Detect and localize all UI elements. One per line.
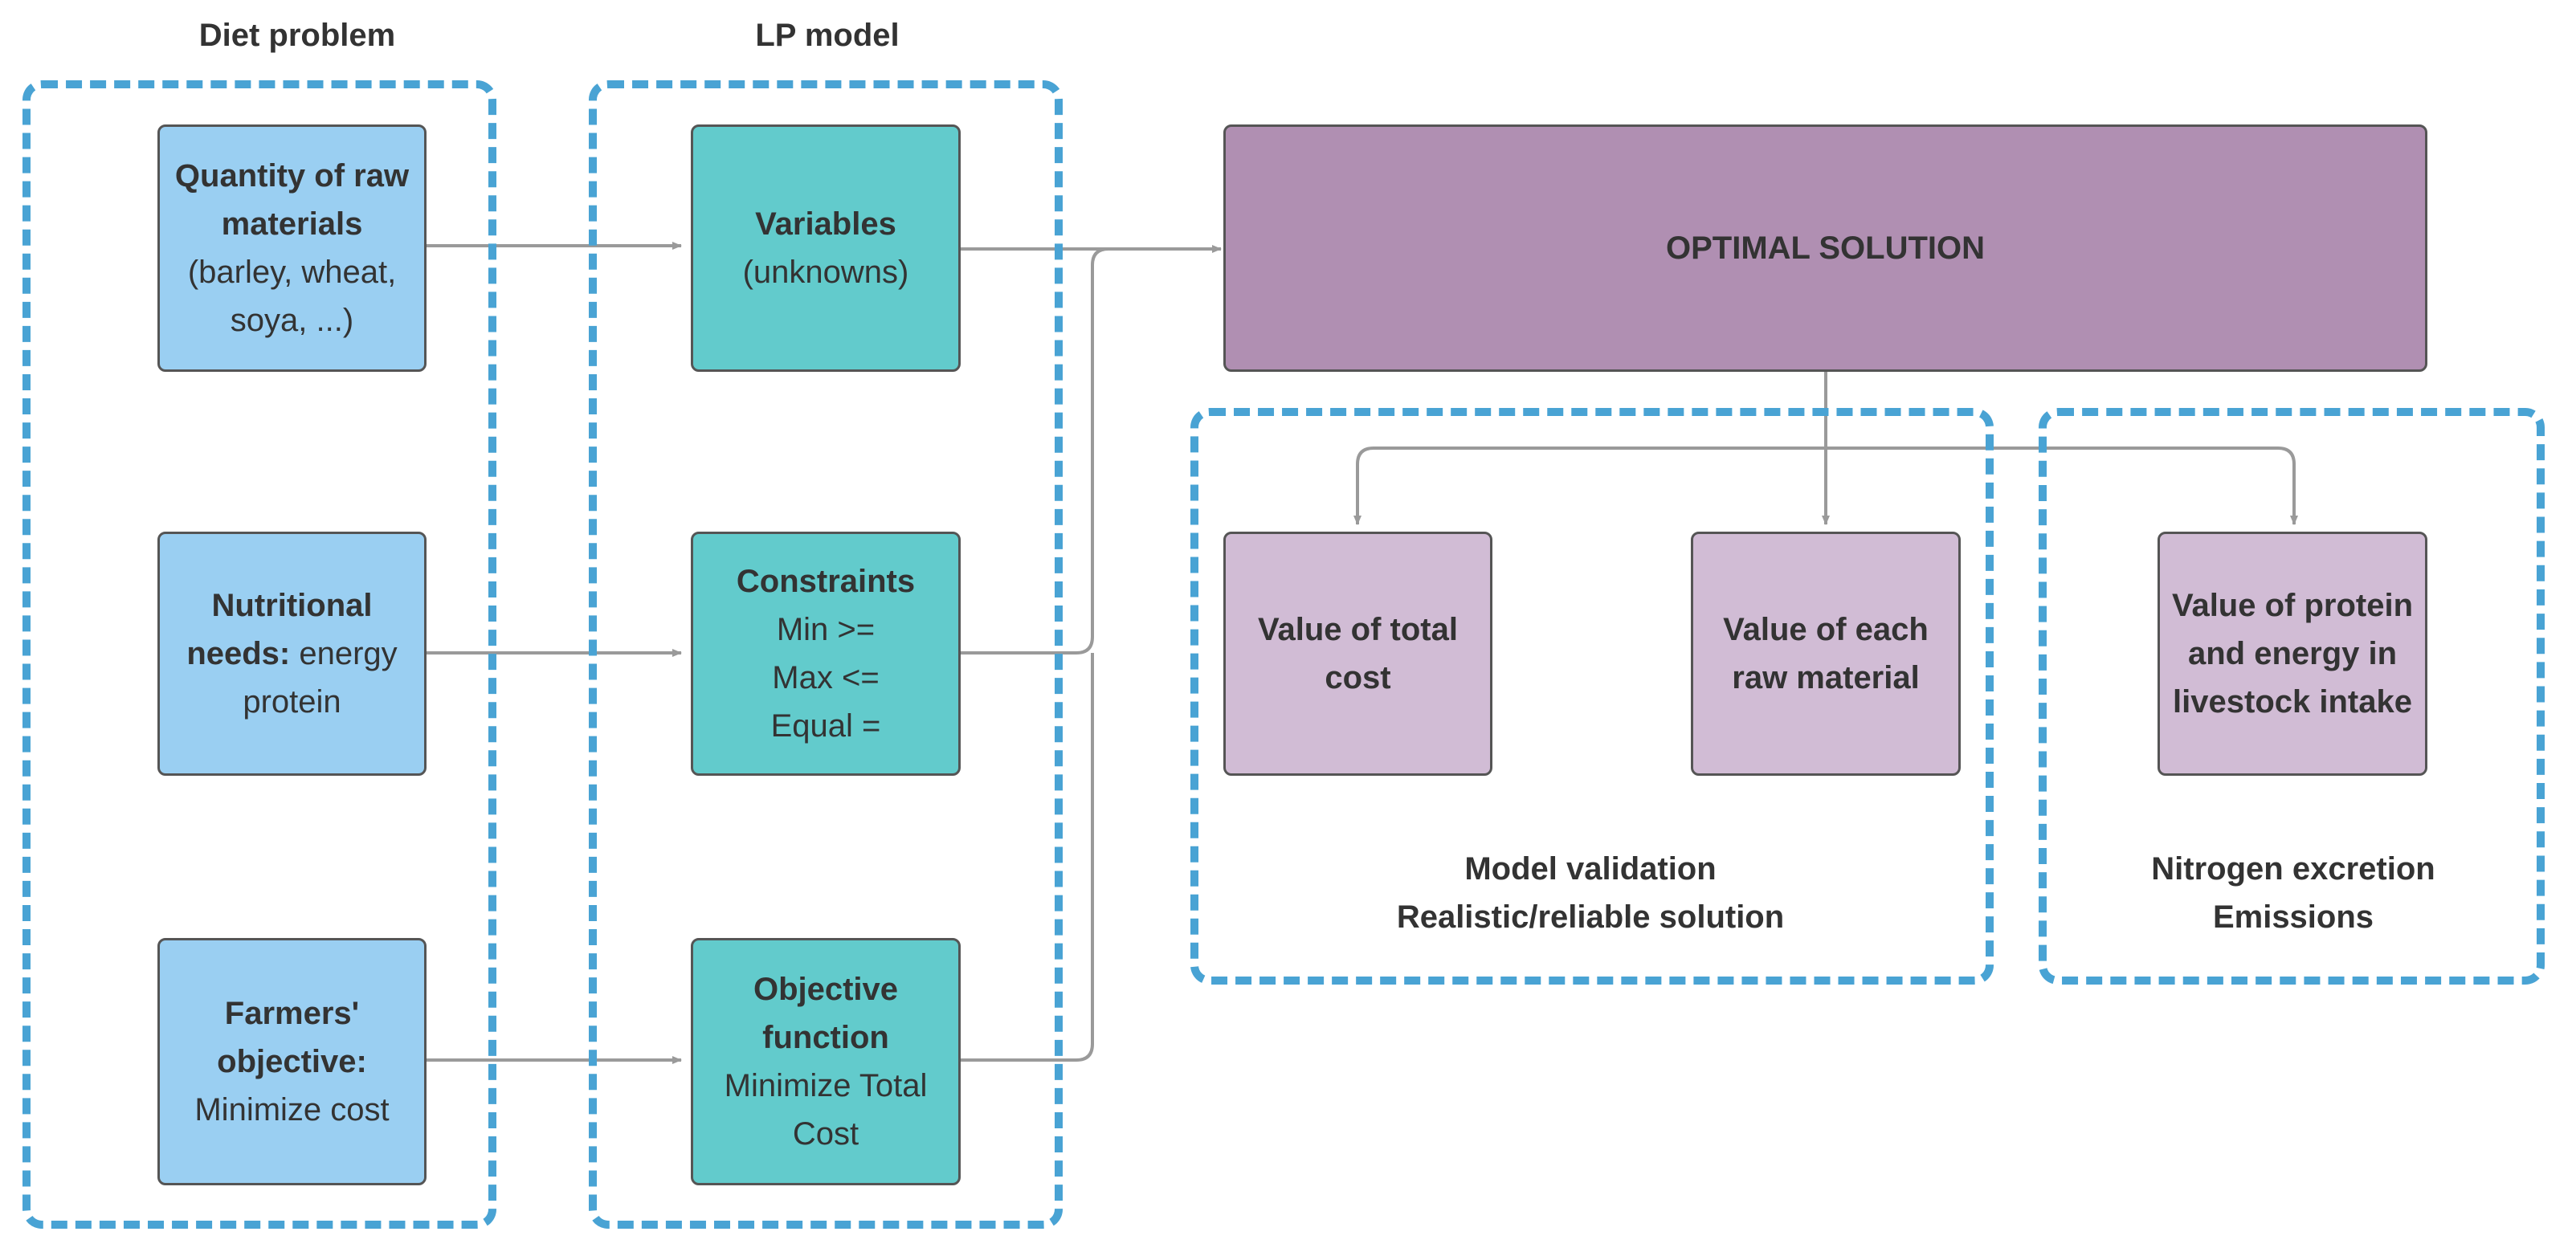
constraints-title: Constraints: [736, 564, 916, 599]
protein-energy-line-2: and energy in: [2187, 636, 2398, 671]
objective-detail-2: Cost: [792, 1116, 859, 1152]
nitrogen-caption: Nitrogen excretion Emissions: [2056, 845, 2530, 941]
constraints-min: Min >=: [776, 612, 876, 647]
raw-materials-detail-2: soya, ...): [230, 303, 354, 338]
lp-model-group: [589, 80, 1063, 1229]
farmers-title-1: Farmers': [224, 996, 360, 1031]
farmers-title-2: objective:: [217, 1044, 367, 1079]
variables-title: Variables: [755, 206, 896, 242]
nutritional-line-2: needs: energy: [186, 630, 397, 678]
each-raw-material-line-1: Value of each: [1723, 612, 1929, 647]
protein-energy-line-3: livestock intake: [2173, 684, 2412, 720]
nutritional-needs-box: Nutritional needs: energy protein: [157, 532, 427, 776]
arrow-to-total-cost: [1353, 447, 1826, 525]
objective-title-2: function: [762, 1020, 889, 1055]
arrow-to-protein-energy: [1826, 447, 2298, 525]
diet-problem-group: [22, 80, 496, 1229]
nutritional-protein-label: protein: [243, 684, 341, 720]
lp-model-title: LP model: [755, 18, 900, 53]
each-raw-material-box: Value of each raw material: [1691, 532, 1961, 776]
raw-materials-detail-1: (barley, wheat,: [187, 255, 397, 290]
nitrogen-caption-2: Emissions: [2212, 899, 2374, 935]
nutritional-energy-label: energy: [290, 636, 398, 671]
variables-box: Variables (unknowns): [691, 124, 961, 372]
model-validation-caption: Model validation Realistic/reliable solu…: [1221, 845, 1960, 941]
protein-energy-line-1: Value of protein: [2171, 588, 2414, 623]
model-validation-caption-2: Realistic/reliable solution: [1396, 899, 1785, 935]
objective-title-1: Objective: [753, 972, 899, 1007]
objective-function-box: Objective function Minimize Total Cost: [691, 938, 961, 1185]
constraints-equal: Equal =: [770, 708, 881, 744]
diet-problem-title: Diet problem: [198, 18, 396, 53]
nutritional-needs-label: needs:: [186, 636, 291, 671]
farmers-objective-box: Farmers' objective: Minimize cost: [157, 938, 427, 1185]
connector-constraints-to-solution: [958, 247, 1109, 655]
nitrogen-group: [2039, 408, 2545, 985]
constraints-max: Max <=: [772, 660, 880, 695]
nutritional-title: Nutritional: [211, 588, 373, 623]
protein-energy-box: Value of protein and energy in livestock…: [2158, 532, 2427, 776]
connector-objective-to-solution: [958, 653, 1094, 1062]
optimal-solution-box: OPTIMAL SOLUTION: [1223, 124, 2427, 372]
total-cost-line-1: Value of total: [1258, 612, 1458, 647]
raw-materials-title-2: materials: [221, 206, 363, 242]
total-cost-box: Value of total cost: [1223, 532, 1492, 776]
model-validation-group: [1190, 408, 1994, 985]
optimal-solution-title: OPTIMAL SOLUTION: [1665, 230, 1986, 266]
objective-detail-1: Minimize Total: [724, 1068, 928, 1103]
nitrogen-caption-1: Nitrogen excretion: [2151, 851, 2435, 887]
total-cost-line-2: cost: [1325, 660, 1391, 695]
raw-materials-title-1: Quantity of raw: [174, 158, 410, 194]
constraints-box: Constraints Min >= Max <= Equal =: [691, 532, 961, 776]
variables-detail: (unknowns): [742, 255, 909, 290]
model-validation-caption-1: Model validation: [1464, 851, 1717, 887]
farmers-detail: Minimize cost: [194, 1092, 390, 1128]
raw-materials-box: Quantity of raw materials (barley, wheat…: [157, 124, 427, 372]
each-raw-material-line-2: raw material: [1732, 660, 1920, 695]
